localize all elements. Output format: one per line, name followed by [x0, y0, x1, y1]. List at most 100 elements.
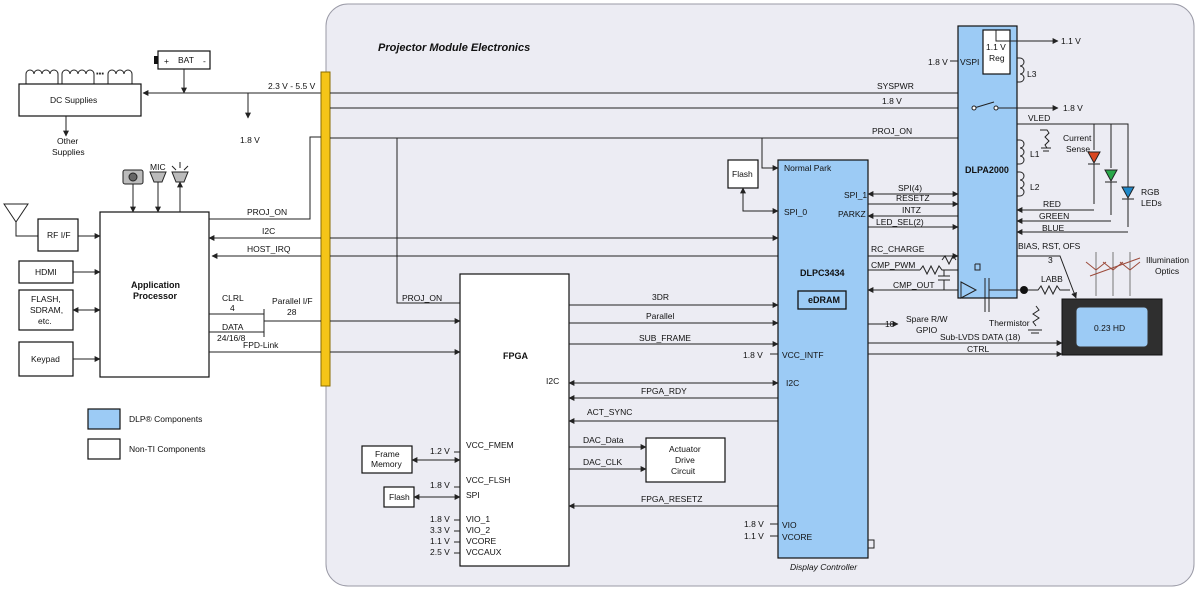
application-processor-block: [99, 211, 210, 378]
3dr-label: 3DR: [652, 292, 669, 302]
actuator-label-1: Actuator: [669, 444, 701, 454]
display-controller-caption: Display Controller: [790, 562, 858, 572]
fmem-12v-label: 1.2 V: [430, 446, 450, 456]
labb-label: LABB: [1041, 274, 1063, 284]
dlpc-i2c-pin: I2C: [786, 378, 799, 388]
spi-1-pin: SPI_1: [844, 190, 867, 200]
vio-18v-label: 1.8 V: [744, 519, 764, 529]
vcc-intf-18v-label: 1.8 V: [743, 350, 763, 360]
proj-on-left-label: PROJ_ON: [247, 207, 287, 217]
other-supplies-label: Other: [57, 136, 78, 146]
spi4-label: SPI(4): [898, 183, 922, 193]
vcc-intf-pin: VCC_INTF: [782, 350, 824, 360]
fpga-vcore-pin: VCORE: [466, 536, 497, 546]
app-processor-label-1: Application: [131, 280, 180, 290]
speaker-icon: [171, 171, 189, 183]
module-title: Projector Module Electronics: [378, 42, 530, 54]
app-processor-label-2: Processor: [133, 291, 178, 301]
fpga-spi-pin: SPI: [466, 490, 480, 500]
out-18v-label: 1.8 V: [1063, 103, 1083, 113]
dlpc-vcore-11v-label: 1.1 V: [744, 531, 764, 541]
l1-label: L1: [1030, 149, 1040, 159]
fpga-i2c-pin: I2C: [546, 376, 559, 386]
rail-18v-label: 1.8 V: [882, 96, 902, 106]
svg-text:+: +: [164, 56, 169, 66]
green-label: GREEN: [1039, 211, 1069, 221]
comparator-icon: [960, 281, 978, 299]
frame-memory-label-2: Memory: [371, 459, 402, 469]
blue-led-icon: [1121, 186, 1135, 200]
spare-gpio-width-label: 18: [885, 319, 895, 329]
vcc-fmem-pin: VCC_FMEM: [466, 440, 514, 450]
vccaux-pin: VCCAUX: [466, 547, 502, 557]
blue-label: BLUE: [1042, 223, 1065, 233]
red-led-icon: [1087, 151, 1101, 165]
reg-label-2: Reg: [989, 53, 1005, 63]
thermistor-label: Thermistor: [989, 318, 1030, 328]
cmp-pwm-label: CMP_PWM: [871, 260, 915, 270]
vio1-18v-label: 1.8 V: [430, 514, 450, 524]
vio-pin: VIO: [782, 520, 797, 530]
parallel-label: Parallel: [646, 311, 674, 321]
vio-1-pin: VIO_1: [466, 514, 490, 524]
l2-label: L2: [1030, 182, 1040, 192]
frame-memory-block: [361, 445, 413, 474]
flash-sdram-label-1: FLASH,: [31, 294, 61, 304]
dmd-label: 0.23 HD: [1094, 323, 1125, 333]
l3-label: L3: [1027, 69, 1037, 79]
bias-width-label: 3: [1048, 255, 1053, 265]
dac-clk-label: DAC_CLK: [583, 457, 623, 467]
reg-label-1: 1.1 V: [986, 42, 1006, 52]
syspwr-label: SYSPWR: [877, 81, 914, 91]
supply-range-label: 2.3 V - 5.5 V: [268, 81, 316, 91]
vled-label: VLED: [1028, 113, 1050, 123]
keypad-block: [18, 341, 74, 377]
actuator-drive-block: [645, 437, 726, 483]
vccaux-25v-label: 2.5 V: [430, 547, 450, 557]
resetz-label: RESETZ: [896, 193, 930, 203]
legend-dlp-label: DLP® Components: [129, 414, 202, 424]
edram-block: [797, 290, 847, 310]
labb-sensor-icon: [1020, 286, 1028, 294]
dlpa2000-label: DLPA2000: [965, 165, 1009, 175]
sub-lvds-label: Sub-LVDS DATA (18): [940, 332, 1020, 342]
dmd-array: [1075, 306, 1149, 348]
intz-label: INTZ: [902, 205, 921, 215]
ctrl-label: CTRL: [967, 344, 989, 354]
actuator-label-2: Drive: [675, 455, 695, 465]
dc-supplies-label: DC Supplies: [50, 95, 97, 105]
rgb-leds-label-2: LEDs: [1141, 198, 1162, 208]
hdmi-label: HDMI: [35, 267, 57, 277]
vspi-pin: VSPI: [960, 57, 979, 67]
current-sense-label-2: Sense: [1066, 144, 1090, 154]
normal-park-pin: Normal Park: [784, 163, 832, 173]
ellipsis: ···: [96, 69, 104, 78]
keypad-label: Keypad: [31, 354, 60, 364]
dlpc3434-label: DLPC3434: [800, 268, 845, 278]
dac-data-label: DAC_Data: [583, 435, 624, 445]
current-sense-label-1: Current: [1063, 133, 1092, 143]
fpga-flash-label: Flash: [389, 492, 410, 502]
flsh-18v-label: 1.8 V: [430, 480, 450, 490]
actuator-label-3: Circuit: [671, 466, 696, 476]
left-18v-label: 1.8 V: [240, 135, 260, 145]
green-led-icon: [1104, 169, 1118, 183]
spare-gpio-label-1: Spare R/W: [906, 314, 948, 324]
i2c-left-label: I2C: [262, 226, 275, 236]
flash-sdram-label-2: SDRAM,: [30, 305, 63, 315]
cmp-out-label: CMP_OUT: [893, 280, 935, 290]
fpga-rdy-label: FPGA_RDY: [641, 386, 687, 396]
out-11v-label: 1.1 V: [1061, 36, 1081, 46]
data-label: DATA: [222, 322, 244, 332]
rf-if-block: [37, 218, 79, 252]
sub-frame-label: SUB_FRAME: [639, 333, 691, 343]
illumination-optics-label-1: Illumination: [1146, 255, 1189, 265]
vio-2-pin: VIO_2: [466, 525, 490, 535]
frame-memory-label-1: Frame: [375, 449, 400, 459]
illumination-optics-icon: [1085, 252, 1141, 296]
fpd-link-label: FPD-Link: [243, 340, 279, 350]
rc-charge-label: RC_CHARGE: [871, 244, 925, 254]
spare-gpio-label-2: GPIO: [916, 325, 938, 335]
rgb-leds-label-1: RGB: [1141, 187, 1160, 197]
